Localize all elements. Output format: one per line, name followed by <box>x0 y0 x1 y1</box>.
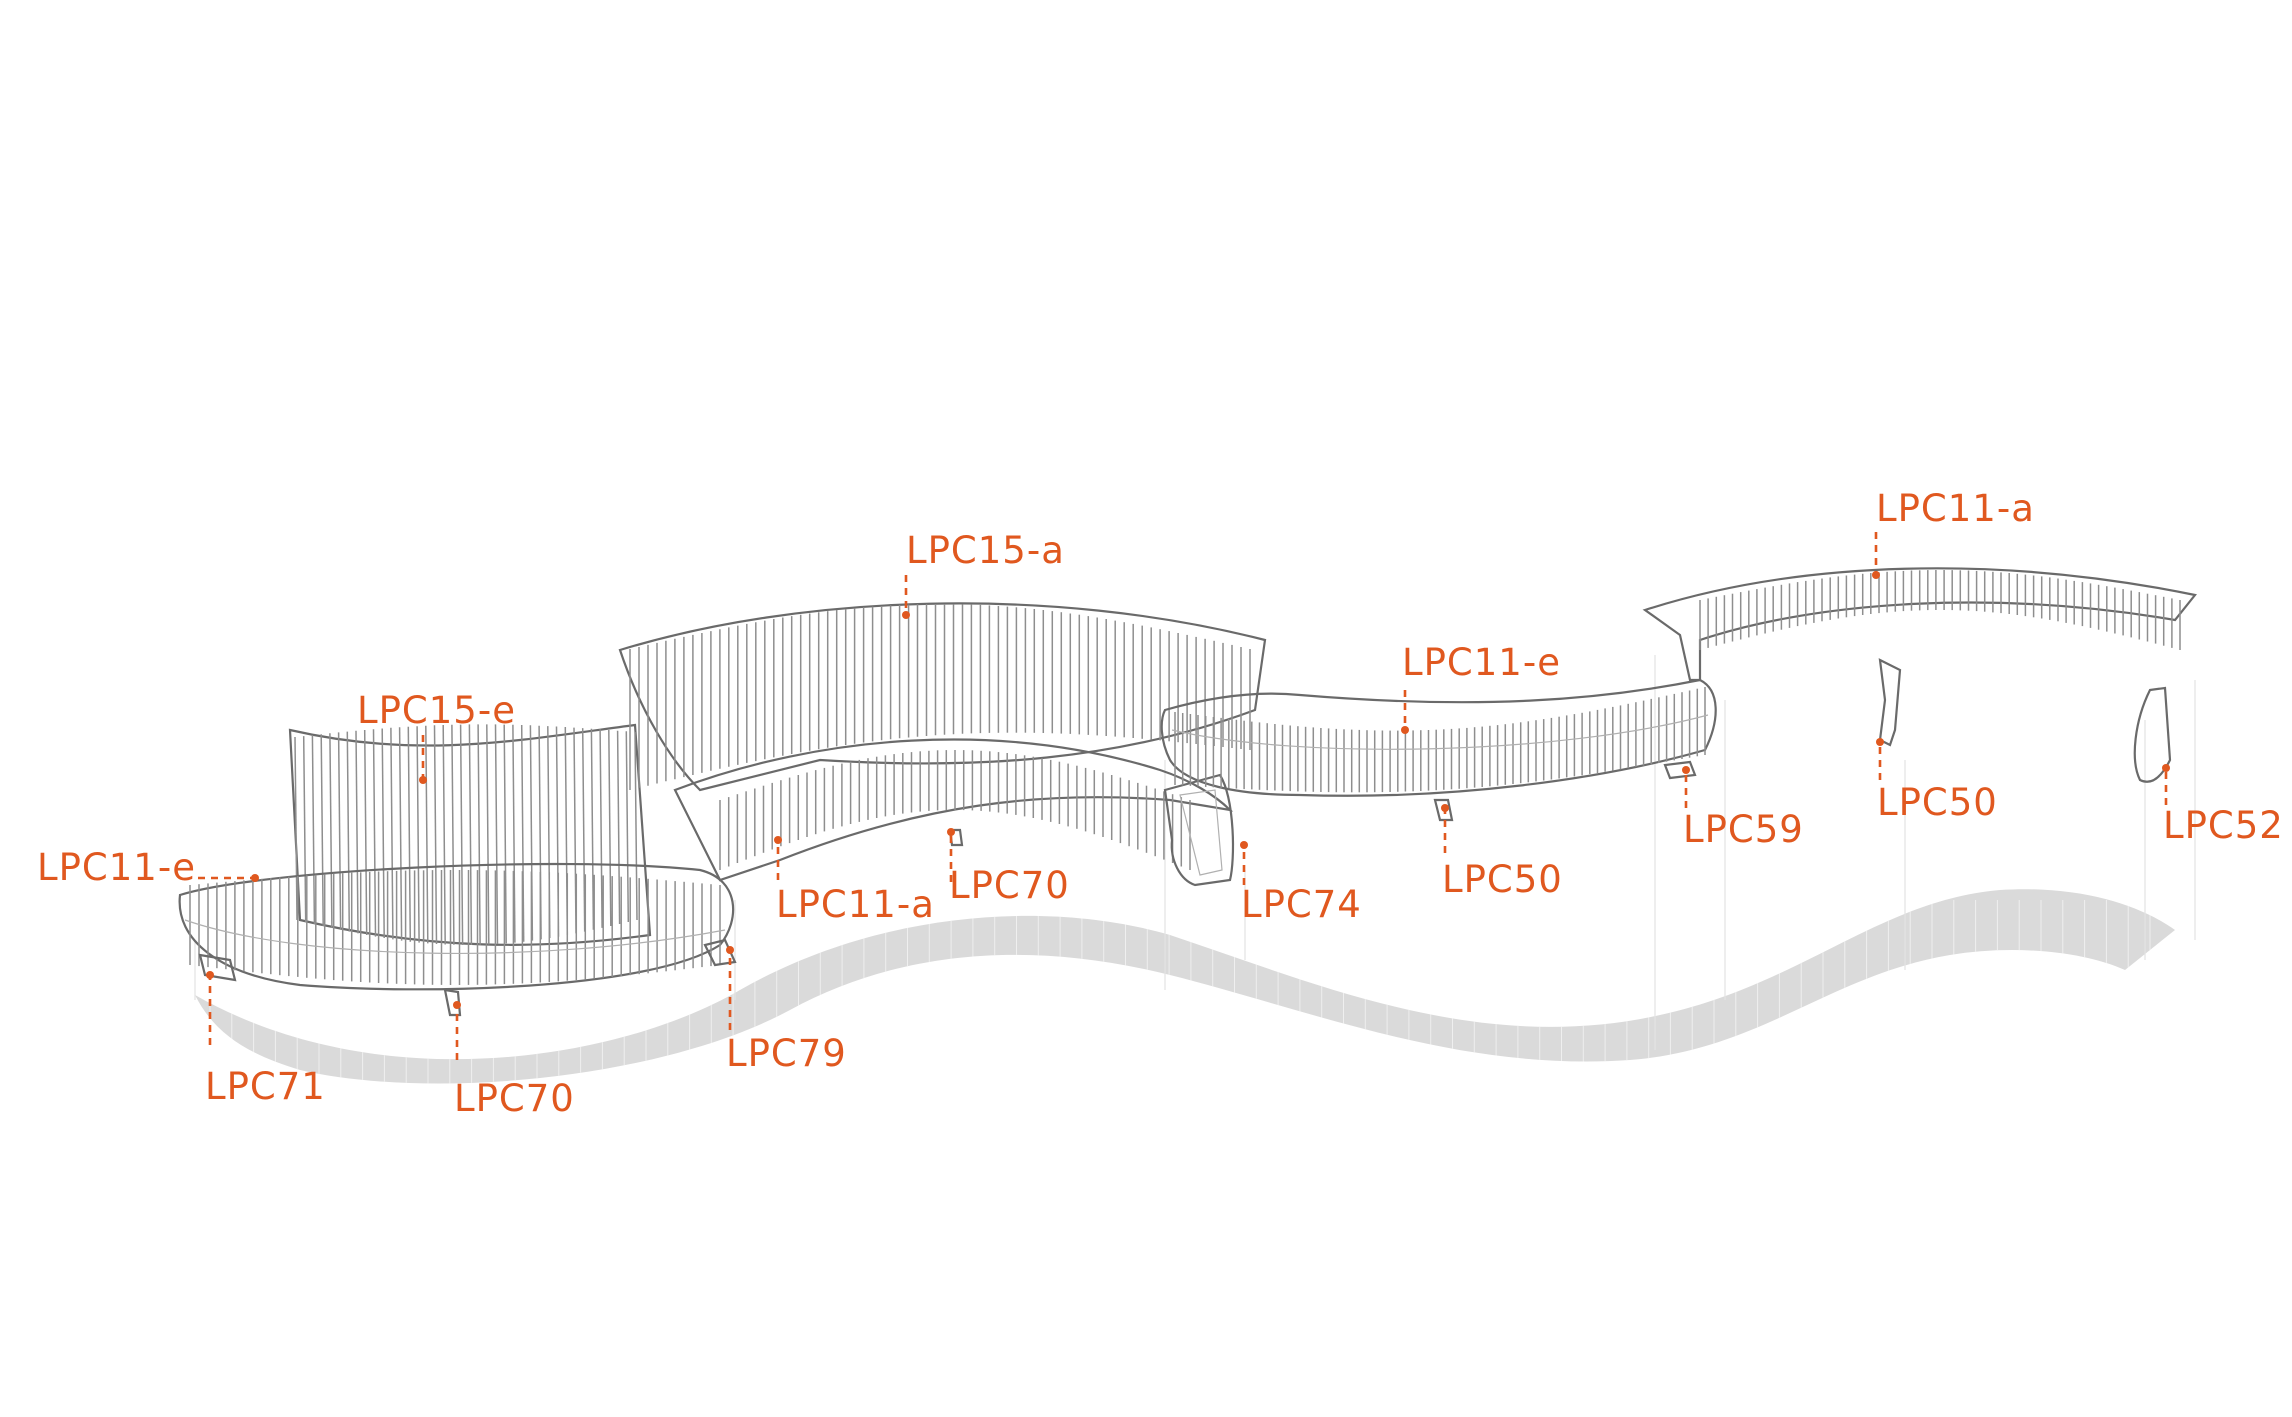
leader-dot <box>251 874 259 882</box>
label-lpc11-e-mid: LPC11-e <box>1402 641 1561 684</box>
label-lpc79: LPC79 <box>726 1032 847 1075</box>
bench-slat <box>459 724 464 946</box>
label-lpc52: LPC52 <box>2163 804 2284 847</box>
label-lpc15-e: LPC15-e <box>357 689 516 732</box>
bench-slat <box>477 724 481 945</box>
label-lpc50-mid: LPC50 <box>1442 858 1563 901</box>
bench-slat <box>494 724 499 945</box>
bench-slat <box>468 724 473 946</box>
bench-slat <box>520 724 525 942</box>
bench-slat <box>616 730 621 925</box>
leader-dot <box>419 776 427 784</box>
bench-slat <box>311 735 316 925</box>
bench-slat <box>608 729 612 927</box>
label-lpc74: LPC74 <box>1241 883 1362 926</box>
bench-slat <box>390 727 394 940</box>
leader-dot <box>1401 726 1409 734</box>
bench-slat <box>425 725 429 944</box>
bench-slat <box>329 733 333 928</box>
projection-lines <box>194 655 2196 1050</box>
bench-slat <box>625 731 630 923</box>
leader-dot <box>453 1001 461 1009</box>
label-leaders <box>198 532 2170 1060</box>
bench-slat <box>590 728 595 930</box>
bench-slat <box>381 728 385 939</box>
bench-slat <box>337 732 342 930</box>
bench-slat <box>433 725 438 945</box>
bench-right-exploded <box>1642 567 2197 783</box>
bench-slat <box>512 724 516 943</box>
label-lpc70-left: LPC70 <box>454 1077 575 1120</box>
label-lpc70-mid: LPC70 <box>949 864 1070 907</box>
bench-slat <box>355 730 359 934</box>
label-lpc50-right: LPC50 <box>1877 781 1998 824</box>
leader-dot <box>1876 738 1884 746</box>
bench-slat <box>320 734 324 927</box>
bench-slat <box>407 726 412 942</box>
bench-left <box>178 723 737 1017</box>
bench-slat <box>581 728 586 932</box>
part-labels: LPC15-a LPC11-a LPC15-e LPC11-e LPC11-e … <box>37 487 2284 1120</box>
bench-center <box>618 602 1267 887</box>
bench-slat <box>302 736 307 923</box>
bench-slat <box>442 724 446 945</box>
bench-slat <box>599 729 603 928</box>
ground-shadow <box>195 889 2175 1084</box>
bench-slat <box>451 724 455 945</box>
label-lpc11-a-top: LPC11-a <box>1876 487 2035 530</box>
bench-slat <box>346 731 351 932</box>
leader-dot <box>1240 841 1248 849</box>
label-lpc71: LPC71 <box>205 1065 326 1108</box>
bench-right-center <box>1160 678 1717 822</box>
label-lpc59: LPC59 <box>1683 808 1804 851</box>
leader-dot <box>726 946 734 954</box>
bench-slat <box>503 724 507 944</box>
leader-dot <box>947 828 955 836</box>
leader-dot <box>206 971 214 979</box>
bench-slat <box>294 736 298 921</box>
label-lpc11-e-left: LPC11-e <box>37 846 196 889</box>
leader-dot <box>774 836 782 844</box>
bench-slat <box>634 731 638 921</box>
bench-slat <box>372 729 377 937</box>
bench-slat <box>398 727 403 941</box>
bench-slat <box>416 726 420 943</box>
bench-slat <box>486 724 490 945</box>
bench-slat <box>363 729 368 936</box>
leader-dot <box>1872 571 1880 579</box>
leader-dot <box>2162 764 2170 772</box>
label-lpc11-a-mid: LPC11-a <box>776 883 935 926</box>
label-lpc15-a: LPC15-a <box>906 529 1065 572</box>
leader-dot <box>902 611 910 619</box>
leader-dot <box>1682 766 1690 774</box>
leader-dot <box>1441 804 1449 812</box>
